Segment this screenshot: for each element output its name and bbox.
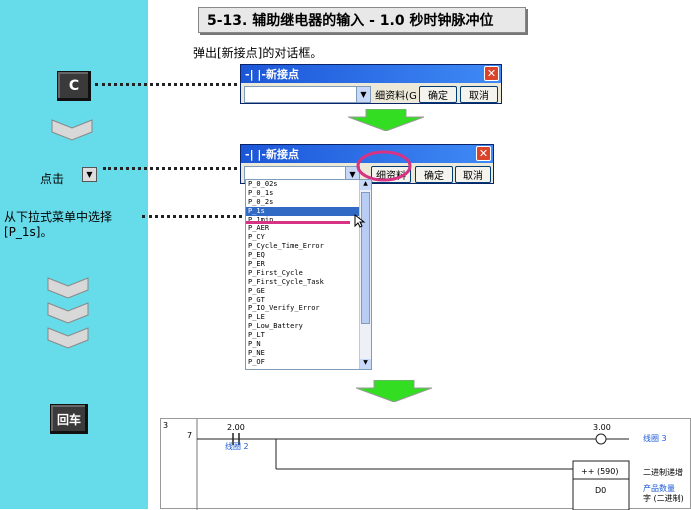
dropdown-item[interactable]: P_IO_Verify_Error [248,304,320,313]
scroll-up-icon[interactable]: ▲ [360,180,371,190]
contact-address: 2.00 [227,423,245,432]
operand-label: D0 [595,486,607,495]
ladder-lines [196,419,630,510]
key-enter-icon: 回车 [50,404,88,434]
new-contact-dialog: -| |-新接点 ✕ ▼ 细资料 确定 取消 [240,144,494,184]
ladder-diagram: 3 7 2.00 线圈 2 3.00 线圈 3 ++ (590) 二进制递增 D… [160,418,691,510]
page-title: 5-13. 辅助继电器的输入 - 1.0 秒时钟脉冲位 [198,7,526,33]
dropdown-item[interactable]: P_CY [248,233,265,242]
scroll-thumb[interactable] [361,192,370,324]
chevron-down-icon [51,119,93,141]
key-c-icon: C [57,71,91,101]
dropdown-item[interactable]: P_1min [248,215,274,224]
coil-address: 3.00 [593,423,611,432]
dropdown-item[interactable]: P_First_Cycle [248,268,303,277]
highlight-underline [246,221,350,224]
connector-dots [142,215,242,218]
contact-comment: 线圈 2 [225,442,249,451]
dropdown-item[interactable]: P_GE [248,286,265,295]
dropdown-arrow-icon[interactable]: ▼ [345,167,359,182]
dropdown-item[interactable]: P_NE [248,348,265,357]
dropdown-item[interactable]: P_0_1s [248,188,274,197]
select-value: [P_1s]。 [4,225,53,239]
close-button[interactable]: ✕ [484,66,499,81]
chevron-down-icon [47,302,89,324]
scrollbar[interactable]: ▲ ▼ [359,180,371,369]
highlight-ellipse [356,150,412,182]
cursor-icon [354,214,366,228]
down-arrow-icon [356,380,432,402]
instruction-comment: 二进制递增 [643,468,683,477]
dropdown-item[interactable]: P_AER [248,224,270,233]
coil-comment: 线圈 3 [643,434,667,443]
dropdown-item[interactable]: P_OF [248,357,265,366]
chevron-down-icon [47,327,89,349]
contact-combobox[interactable]: ▼ [244,86,371,103]
new-contact-dialog: -| |-新接点 ✕ ▼ 细资料(G 确定 取消 [240,64,502,104]
step-number: 7 [187,431,193,440]
dropdown-item[interactable]: P_Cycle_Time_Error [248,242,324,251]
dropdown-item[interactable]: P_GT [248,295,265,304]
ok-button[interactable]: 确定 [415,166,453,183]
dropdown-arrow-icon: ▼ [82,167,97,182]
dialog-titlebar: -| |-新接点 ✕ [241,65,501,83]
click-label: 点击 [40,172,65,186]
scroll-down-icon[interactable]: ▼ [360,359,371,369]
dropdown-item[interactable]: P_Low_Battery [248,322,303,331]
connector-dots [95,83,243,86]
ok-button[interactable]: 确定 [419,86,457,103]
close-button[interactable]: ✕ [476,146,491,161]
row-number: 3 [163,421,169,430]
instruction-label: ++ (590) [581,467,619,476]
caption: 弹出[新接点]的对话框。 [193,46,323,60]
dropdown-item[interactable]: P_EQ [248,251,265,260]
dropdown-item[interactable]: P_1s [246,206,371,216]
connector-dots [103,167,243,170]
cancel-button[interactable]: 取消 [455,166,491,183]
dropdown-item[interactable]: P_LE [248,313,265,322]
detail-button[interactable]: 细资料(G [375,91,417,102]
dropdown-arrow-icon[interactable]: ▼ [356,87,370,102]
chevron-down-icon [47,277,89,299]
operand-comment: 产品数量 [643,484,675,493]
dropdown-item[interactable]: P_N [248,340,261,349]
select-instruction: 从下拉式菜单中选择 [4,210,113,224]
operand-comment-2: 字 (二进制) [643,494,684,503]
down-arrow-icon [348,109,424,131]
dropdown-item[interactable]: P_0_2s [248,197,274,206]
dropdown-item[interactable]: P_LT [248,331,265,340]
dropdown-item[interactable]: P_First_Cycle_Task [248,277,324,286]
dropdown-item[interactable]: P_ER [248,260,265,269]
cancel-button[interactable]: 取消 [460,86,498,103]
dropdown-item[interactable]: P_0_02s [248,180,278,188]
